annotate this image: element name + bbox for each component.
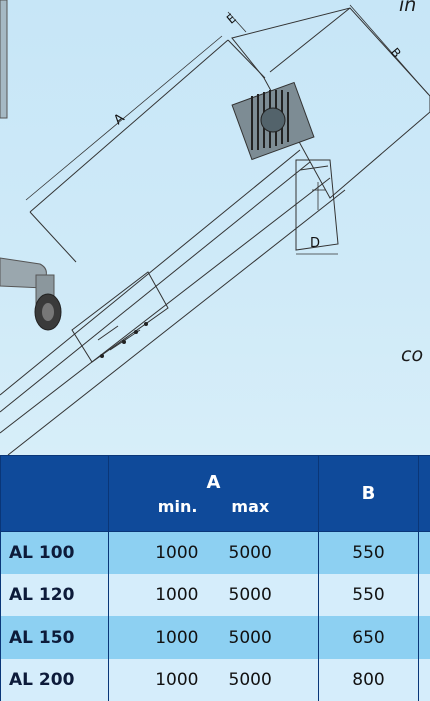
header-a-subcolumns: min. max — [109, 497, 318, 516]
min-value: 1000 — [155, 669, 199, 690]
cut-off-text-mid: co — [401, 344, 424, 366]
header-model — [0, 454, 109, 533]
b-cell: 550 — [318, 531, 419, 575]
range-cell: 1000 5000 — [108, 658, 319, 701]
header-a-label: A — [206, 471, 221, 493]
cut-off-text-top: in — [399, 0, 417, 16]
max-value: 5000 — [228, 585, 272, 606]
range-cell: 1000 5000 — [108, 531, 319, 575]
min-value: 1000 — [155, 585, 199, 606]
machine-post — [0, 0, 8, 119]
table-row: AL 100 1000 5000 550 — [0, 531, 430, 575]
next-cell — [418, 574, 430, 617]
min-value: 1000 — [155, 543, 199, 564]
model-cell: AL 150 — [0, 616, 109, 659]
header-min: min. — [157, 496, 198, 516]
table-row: AL 120 1000 5000 550 — [0, 574, 430, 617]
max-value: 5000 — [228, 669, 272, 690]
conveyor-drawing: A E B D — [0, 0, 430, 455]
conveyor-tube — [0, 4, 430, 455]
header-max: max — [231, 496, 270, 516]
dim-label-b: B — [388, 45, 404, 60]
header-a: A min. max — [108, 454, 319, 533]
range-cell: 1000 5000 — [108, 574, 319, 617]
max-value: 5000 — [228, 543, 272, 564]
b-cell: 650 — [318, 616, 419, 659]
b-cell: 800 — [318, 658, 419, 701]
max-value: 5000 — [228, 627, 272, 648]
technical-drawing: A E B D in co — [0, 0, 430, 455]
model-cell: AL 200 — [0, 658, 109, 701]
header-next — [418, 454, 430, 533]
next-cell — [418, 531, 430, 575]
wheel-assembly — [0, 257, 62, 331]
dim-label-d: D — [310, 236, 320, 251]
range-cell: 1000 5000 — [108, 616, 319, 659]
dim-label-a: A — [111, 111, 128, 128]
model-cell: AL 100 — [0, 531, 109, 575]
spec-table: A min. max B AL 100 1000 5000 550 AL 120 … — [0, 454, 430, 701]
table-row: AL 200 1000 5000 800 — [0, 658, 430, 701]
dim-label-e: E — [224, 11, 239, 27]
b-cell: 550 — [318, 574, 419, 617]
header-b: B — [318, 454, 419, 533]
next-cell — [418, 658, 430, 701]
motor-unit — [231, 81, 315, 161]
next-cell — [418, 616, 430, 659]
table-row: AL 150 1000 5000 650 — [0, 616, 430, 659]
min-value: 1000 — [155, 627, 199, 648]
table-header-row: A min. max B — [0, 454, 430, 533]
model-cell: AL 120 — [0, 574, 109, 617]
sleeve-bolts — [100, 322, 148, 358]
